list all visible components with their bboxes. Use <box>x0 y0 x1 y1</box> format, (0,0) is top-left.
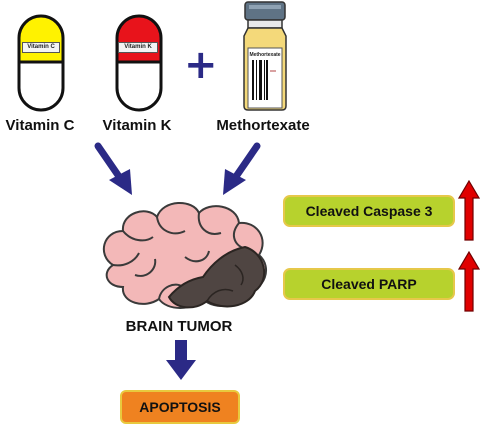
methotrexate-vial-label: Methortexate <box>249 51 281 60</box>
brain-tumor-icon <box>102 201 267 309</box>
cleaved-caspase-3-box: Cleaved Caspase 3 <box>283 195 455 227</box>
arrow-to-tumor-left <box>94 142 132 195</box>
vitamin-c-capsule-label: Vitamin C <box>22 42 60 53</box>
plus-sign: + <box>184 42 218 88</box>
cleaved-caspase-3-label: Cleaved Caspase 3 <box>305 203 433 219</box>
vitamin-c-capsule-icon <box>17 14 65 112</box>
arrow-to-tumor-right <box>223 142 261 195</box>
apoptosis-box: APOPTOSIS <box>120 390 240 424</box>
parp-up-arrow-icon <box>458 251 480 312</box>
brain-tumor-label: BRAIN TUMOR <box>125 318 233 335</box>
vitamin-c-label: Vitamin C <box>5 117 75 134</box>
methotrexate-vial-icon <box>243 1 287 111</box>
apoptosis-label: APOPTOSIS <box>139 399 221 415</box>
vitamin-k-capsule-label: Vitamin K <box>118 42 158 53</box>
vitamin-k-capsule-icon <box>115 14 163 112</box>
vitamin-k-label: Vitamin K <box>102 117 172 134</box>
methotrexate-label: Methortexate <box>216 117 310 134</box>
cleaved-parp-label: Cleaved PARP <box>321 276 417 292</box>
caspase-3-up-arrow-icon <box>458 180 480 241</box>
arrow-to-apoptosis <box>166 340 196 380</box>
cleaved-parp-box: Cleaved PARP <box>283 268 455 300</box>
